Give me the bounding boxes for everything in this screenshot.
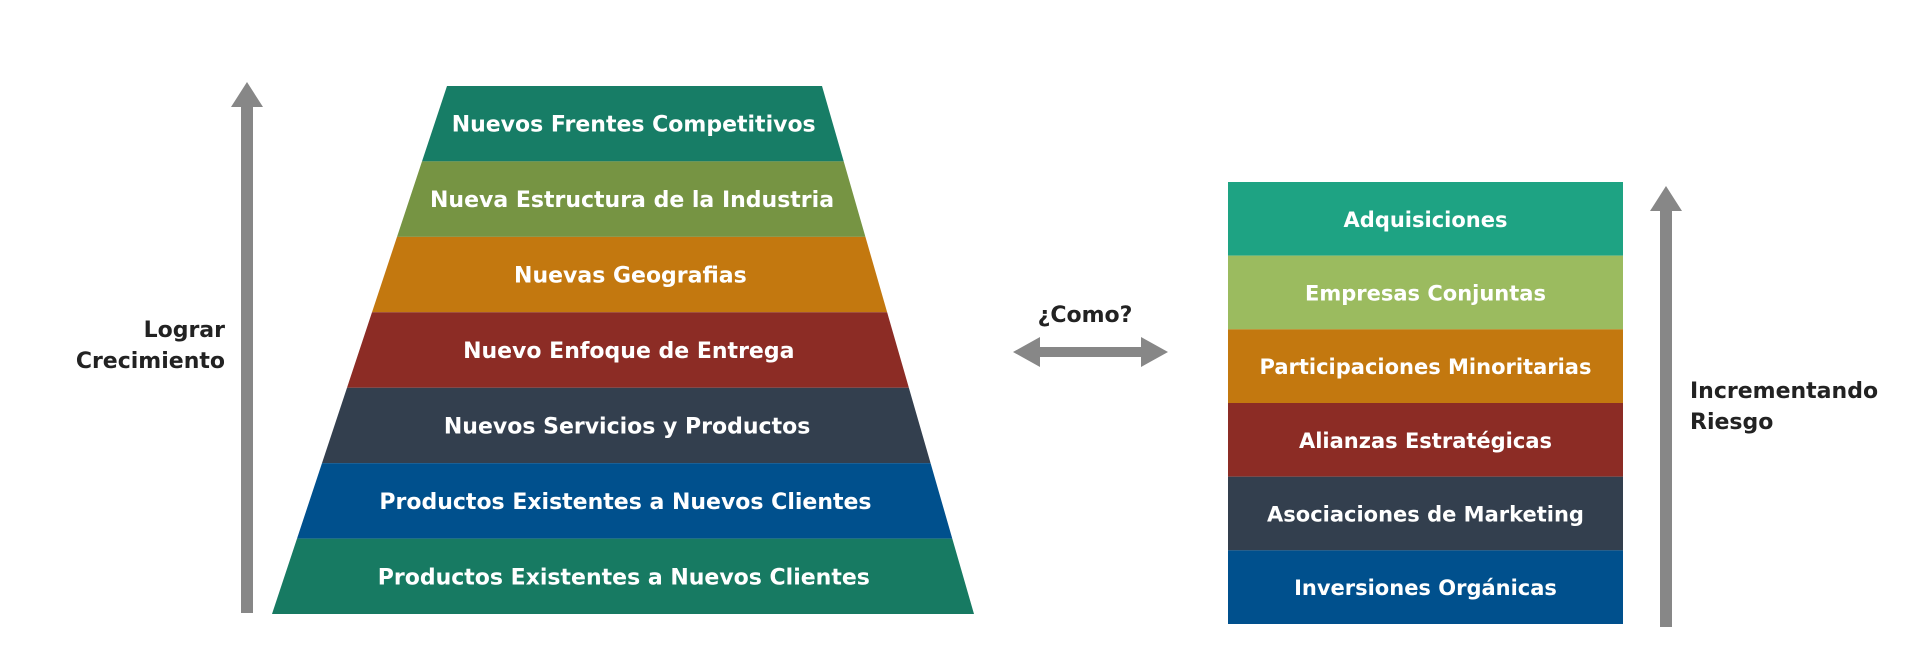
stack-item-label: Asociaciones de Marketing	[1267, 503, 1584, 527]
stack-item	[1228, 550, 1623, 624]
pyramid-level-label: Nueva Estructura de la Industria	[430, 188, 834, 213]
pyramid-level	[297, 463, 953, 539]
stack-item	[1228, 476, 1623, 551]
pyramid-level-label: Productos Existentes a Nuevos Clientes	[378, 565, 870, 590]
pyramid-level-label: Nuevos Frentes Competitivos	[452, 113, 816, 138]
risk-axis-label: Incrementando Riesgo	[1690, 376, 1920, 438]
pyramid-level	[272, 538, 974, 614]
pyramid-level	[322, 387, 931, 464]
risk-axis-label-line2: Riesgo	[1690, 410, 1774, 435]
stack-item	[1228, 403, 1623, 477]
pyramid-level	[422, 86, 844, 162]
como-label: ¿Como?	[1037, 303, 1133, 328]
growth-up-arrow-icon	[231, 82, 263, 613]
stack-item	[1228, 329, 1623, 403]
stack-item	[1228, 255, 1623, 330]
risk-axis-label-line1: Incrementando	[1690, 379, 1879, 404]
double-arrow-icon	[1013, 337, 1168, 367]
stack-item	[1228, 182, 1623, 256]
risk-up-arrow-icon	[1650, 186, 1682, 627]
growth-axis-label: Lograr Crecimiento	[40, 315, 225, 377]
pyramid-level-label: Nuevos Servicios y Productos	[444, 414, 810, 439]
stack-item-label: Alianzas Estratégicas	[1299, 429, 1552, 453]
pyramid-level-label: Productos Existentes a Nuevos Clientes	[379, 490, 871, 515]
pyramid-level	[347, 312, 909, 388]
growth-axis-label-line1: Lograr	[143, 318, 225, 343]
pyramid-level	[397, 161, 866, 237]
stack-item-label: Empresas Conjuntas	[1305, 282, 1546, 306]
pyramid-level-label: Nuevo Enfoque de Entrega	[463, 339, 794, 364]
stack-item-label: Inversiones Orgánicas	[1294, 576, 1557, 600]
pyramid-level-label: Nuevas Geografias	[514, 264, 747, 289]
pyramid-level	[372, 236, 888, 313]
stack-item-label: Participaciones Minoritarias	[1260, 355, 1592, 379]
stack-item-label: Adquisiciones	[1344, 208, 1508, 232]
growth-axis-label-line2: Crecimiento	[75, 349, 225, 374]
